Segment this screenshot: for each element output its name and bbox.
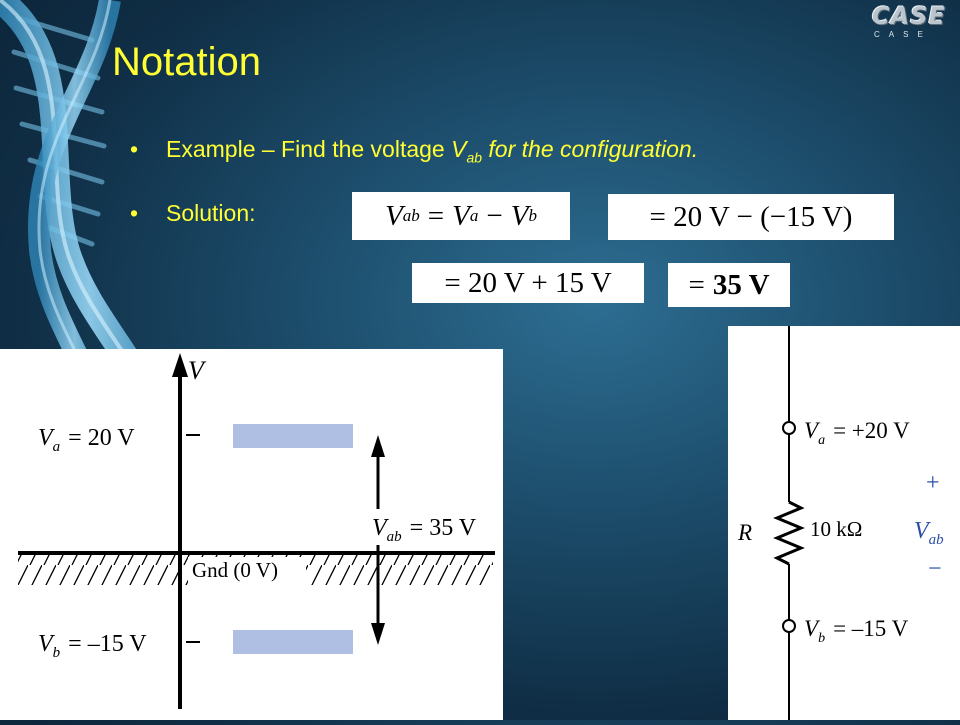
vab-arrow-down-icon <box>371 623 385 645</box>
label-plus: + <box>926 470 940 496</box>
slide-title: Notation <box>112 40 261 84</box>
eq4-value: 35 V <box>712 268 770 301</box>
bullet-dot: • <box>130 136 139 162</box>
logo-sub-text: CASE <box>874 30 932 39</box>
bullet-example-prefix: Example – Find the voltage <box>166 136 452 162</box>
bullet-example-sub: ab <box>466 149 483 166</box>
label-minus: − <box>928 556 942 582</box>
voltage-level-diagram: V Va= 20 V Vb= –15 V Vab= 35 V Gnd (0 V) <box>0 349 503 720</box>
bullet-example: • Example – Find the voltage Vab for the … <box>130 136 698 166</box>
label-vb: Vb= –15 V <box>38 631 147 661</box>
label-resistor-name: R <box>737 520 752 545</box>
bullet-solution: • Solution: <box>130 200 256 227</box>
label-vab: Vab <box>914 518 944 548</box>
case-logo: CASE CASE <box>866 2 954 42</box>
equation-result: =35 V <box>668 263 790 307</box>
label-va: Va= 20 V <box>38 425 135 455</box>
eq1-equals: = <box>427 199 445 232</box>
bullet-dot: • <box>130 200 139 226</box>
logo-main-text: CASE <box>872 2 946 30</box>
label-gnd: Gnd (0 V) <box>192 558 278 582</box>
eq1-lhs-var: V <box>385 199 403 232</box>
vab-arrow-up-icon <box>371 435 385 457</box>
bullet-solution-text: Solution: <box>166 200 256 226</box>
level-bar-va <box>233 424 353 448</box>
axis-arrow-icon <box>172 353 188 377</box>
eq1-b-var: V <box>510 199 529 232</box>
resistor-icon <box>773 500 805 566</box>
node-a <box>782 421 796 435</box>
node-b <box>782 619 796 633</box>
axis-label: V <box>188 356 207 385</box>
resistor-circuit-svg: Va= +20 V Vb= –15 V R 10 kΩ + Vab − <box>737 326 944 720</box>
level-bar-vb <box>233 630 353 654</box>
eq1-a-var: V <box>452 199 470 232</box>
label-va: Va= +20 V <box>804 418 910 448</box>
label-vb: Vb= –15 V <box>804 616 909 646</box>
voltage-level-svg: V Va= 20 V Vb= –15 V Vab= 35 V Gnd (0 V) <box>18 353 495 709</box>
equation-substitution: = 20 V − (−15 V) <box>608 194 894 240</box>
eq4-equals: = <box>688 268 705 301</box>
equation-sum: = 20 V + 15 V <box>412 263 644 303</box>
eq1-lhs-sub: ab <box>402 206 420 225</box>
eq1-a-sub: a <box>469 206 479 225</box>
resistor-circuit-diagram: Va= +20 V Vb= –15 V R 10 kΩ + Vab − <box>728 326 960 720</box>
label-vab: Vab= 35 V <box>372 515 477 545</box>
eq1-b-sub: b <box>528 206 537 225</box>
label-resistor-value: 10 kΩ <box>810 517 862 541</box>
eq1-minus: − <box>486 199 503 232</box>
bullet-example-var: V <box>451 136 467 162</box>
bullet-example-suffix: for the configuration. <box>482 136 699 162</box>
